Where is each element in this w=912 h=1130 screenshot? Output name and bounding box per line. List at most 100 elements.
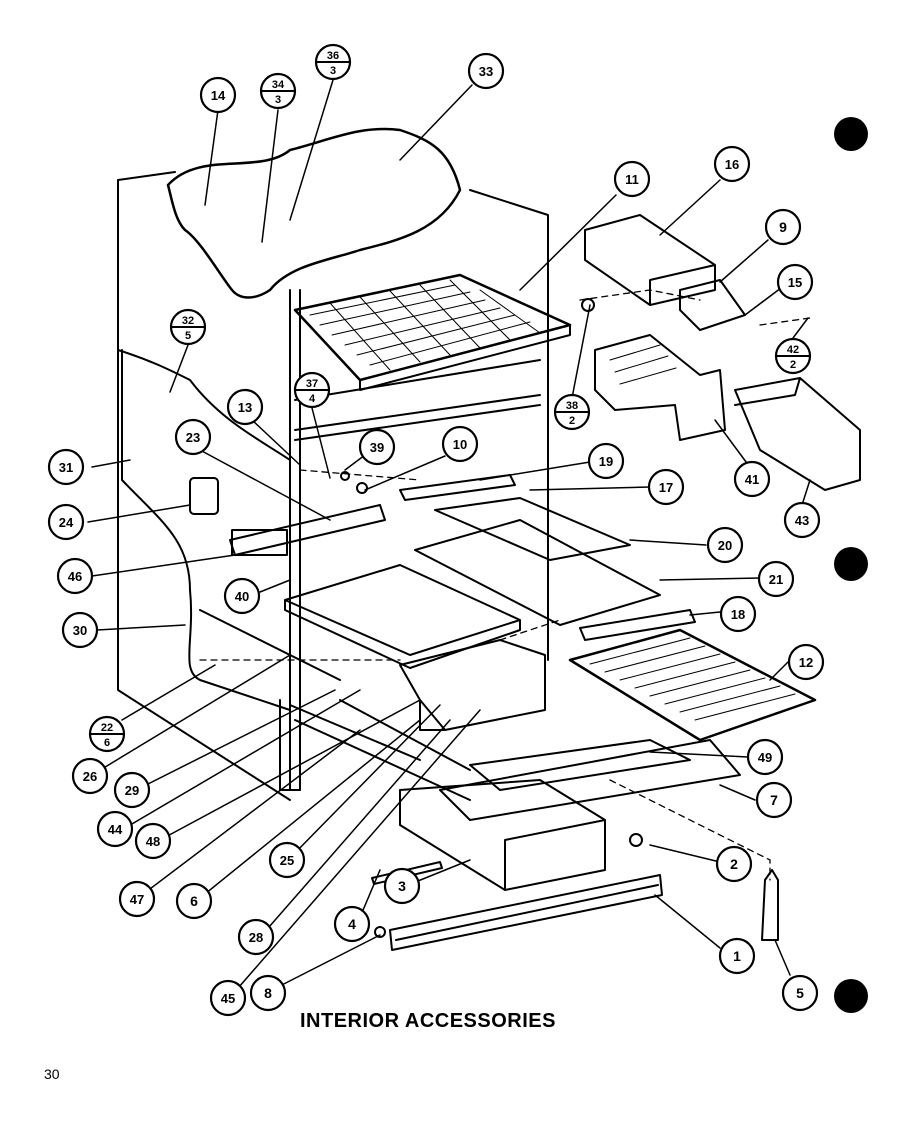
callout-number: 20 — [718, 538, 732, 553]
leader-8 — [271, 934, 381, 991]
freezer-shelf-front — [359, 324, 571, 391]
leader-24 — [87, 504, 191, 523]
leader-7 — [719, 784, 756, 801]
callout-number: 1 — [733, 948, 741, 964]
lower-drawer-3 — [399, 779, 606, 891]
callout-11: 11 — [613, 160, 651, 198]
refrigerator-interior-drawing — [87, 79, 861, 996]
leader-16 — [659, 179, 721, 236]
leader-32-5 — [169, 344, 189, 393]
callout-number: 28 — [249, 930, 263, 945]
callout-number: 3 — [398, 878, 406, 894]
callout-6: 6 — [175, 882, 213, 920]
callout-circle — [358, 428, 396, 466]
callout-circle — [47, 503, 85, 541]
callout-number: 15 — [788, 275, 802, 290]
callout-number: 18 — [731, 607, 745, 622]
callout-18: 18 — [719, 595, 757, 633]
callout-1: 1 — [718, 937, 756, 975]
leader-37-4 — [311, 407, 331, 479]
callout-circle — [757, 560, 795, 598]
callout-23: 23 — [174, 418, 212, 456]
leader-1 — [654, 894, 721, 949]
freezer-shelf — [293, 273, 572, 382]
callout-number: 31 — [59, 460, 73, 475]
crisper-cover-frame — [434, 497, 631, 561]
callout-number: 23 — [186, 430, 200, 445]
callout-number: 13 — [238, 400, 252, 415]
crisper-rail-7 — [439, 739, 741, 821]
callout-circle — [223, 577, 261, 615]
leader-19 — [479, 461, 591, 481]
callout-number: 39 — [370, 440, 384, 455]
cabinet-left-liner — [121, 349, 291, 711]
cabinet-top-torn-edge — [166, 127, 462, 299]
leader-18 — [689, 611, 721, 616]
callout-circle — [268, 841, 306, 879]
registration-mark — [834, 117, 868, 151]
callout-quantity: 5 — [185, 330, 191, 342]
callout-15: 15 — [776, 263, 814, 301]
callout-12: 12 — [787, 643, 825, 681]
callout-circle — [134, 822, 172, 860]
callout-circle — [776, 263, 814, 301]
callout-number: 26 — [83, 769, 97, 784]
callout-number: 44 — [108, 822, 123, 837]
callout-38-2: 382 — [553, 393, 591, 431]
divider-rails — [294, 359, 541, 441]
leader-42-2 — [792, 317, 809, 339]
plug-2 — [629, 833, 643, 847]
callout-36-3: 363 — [314, 43, 352, 81]
callout-number: 19 — [599, 454, 613, 469]
diagram-title: INTERIOR ACCESSORIES — [300, 1010, 556, 1032]
callout-number: 17 — [659, 480, 673, 495]
callout-41: 41 — [733, 460, 771, 498]
leader-2 — [649, 844, 721, 863]
callout-circle — [237, 918, 275, 956]
callout-number: 41 — [745, 472, 759, 487]
callout-number: 9 — [779, 219, 787, 235]
callout-number: 12 — [799, 655, 813, 670]
leader-48 — [159, 699, 421, 841]
leader-12 — [769, 661, 789, 681]
leader-10 — [364, 455, 446, 491]
registration-mark — [834, 547, 868, 581]
callout-circle — [383, 867, 421, 905]
callout-circle — [787, 643, 825, 681]
leader-34-3 — [261, 109, 279, 243]
callout-quantity: 6 — [104, 737, 110, 749]
callout-44: 44 — [96, 810, 134, 848]
callout-circle — [96, 810, 134, 848]
callout-circle — [647, 468, 685, 506]
leader-41 — [714, 419, 753, 471]
callout-number: 49 — [758, 750, 772, 765]
leader-44 — [124, 689, 361, 829]
callout-number: 48 — [146, 834, 160, 849]
ice-maker-ribs — [609, 344, 677, 385]
callout-9: 9 — [764, 208, 802, 246]
callout-3: 3 — [383, 867, 421, 905]
leader-39 — [344, 454, 366, 471]
callout-26: 26 — [71, 757, 109, 795]
toe-grille — [389, 874, 663, 951]
callout-quantity: 4 — [309, 393, 316, 405]
callout-34-3: 343 — [259, 72, 297, 110]
callout-number: 21 — [769, 572, 783, 587]
callout-part-number: 36 — [327, 50, 339, 62]
callout-number: 2 — [730, 856, 738, 872]
callout-circle — [441, 425, 479, 463]
shelf-trim-18 — [579, 609, 696, 641]
callout-8: 8 — [249, 974, 287, 1012]
callout-29: 29 — [113, 771, 151, 809]
leader-22-6 — [121, 664, 216, 721]
callout-47: 47 — [118, 880, 156, 918]
freezer-shelf-grid — [309, 279, 541, 371]
leveling-leg — [761, 869, 779, 941]
callout-43: 43 — [783, 501, 821, 539]
leader-20 — [629, 539, 707, 546]
ice-bin-assembly — [584, 214, 716, 306]
callout-14: 14 — [199, 76, 237, 114]
callout-circle — [71, 757, 109, 795]
leader-43 — [801, 479, 811, 506]
control-housing-46 — [231, 529, 288, 556]
